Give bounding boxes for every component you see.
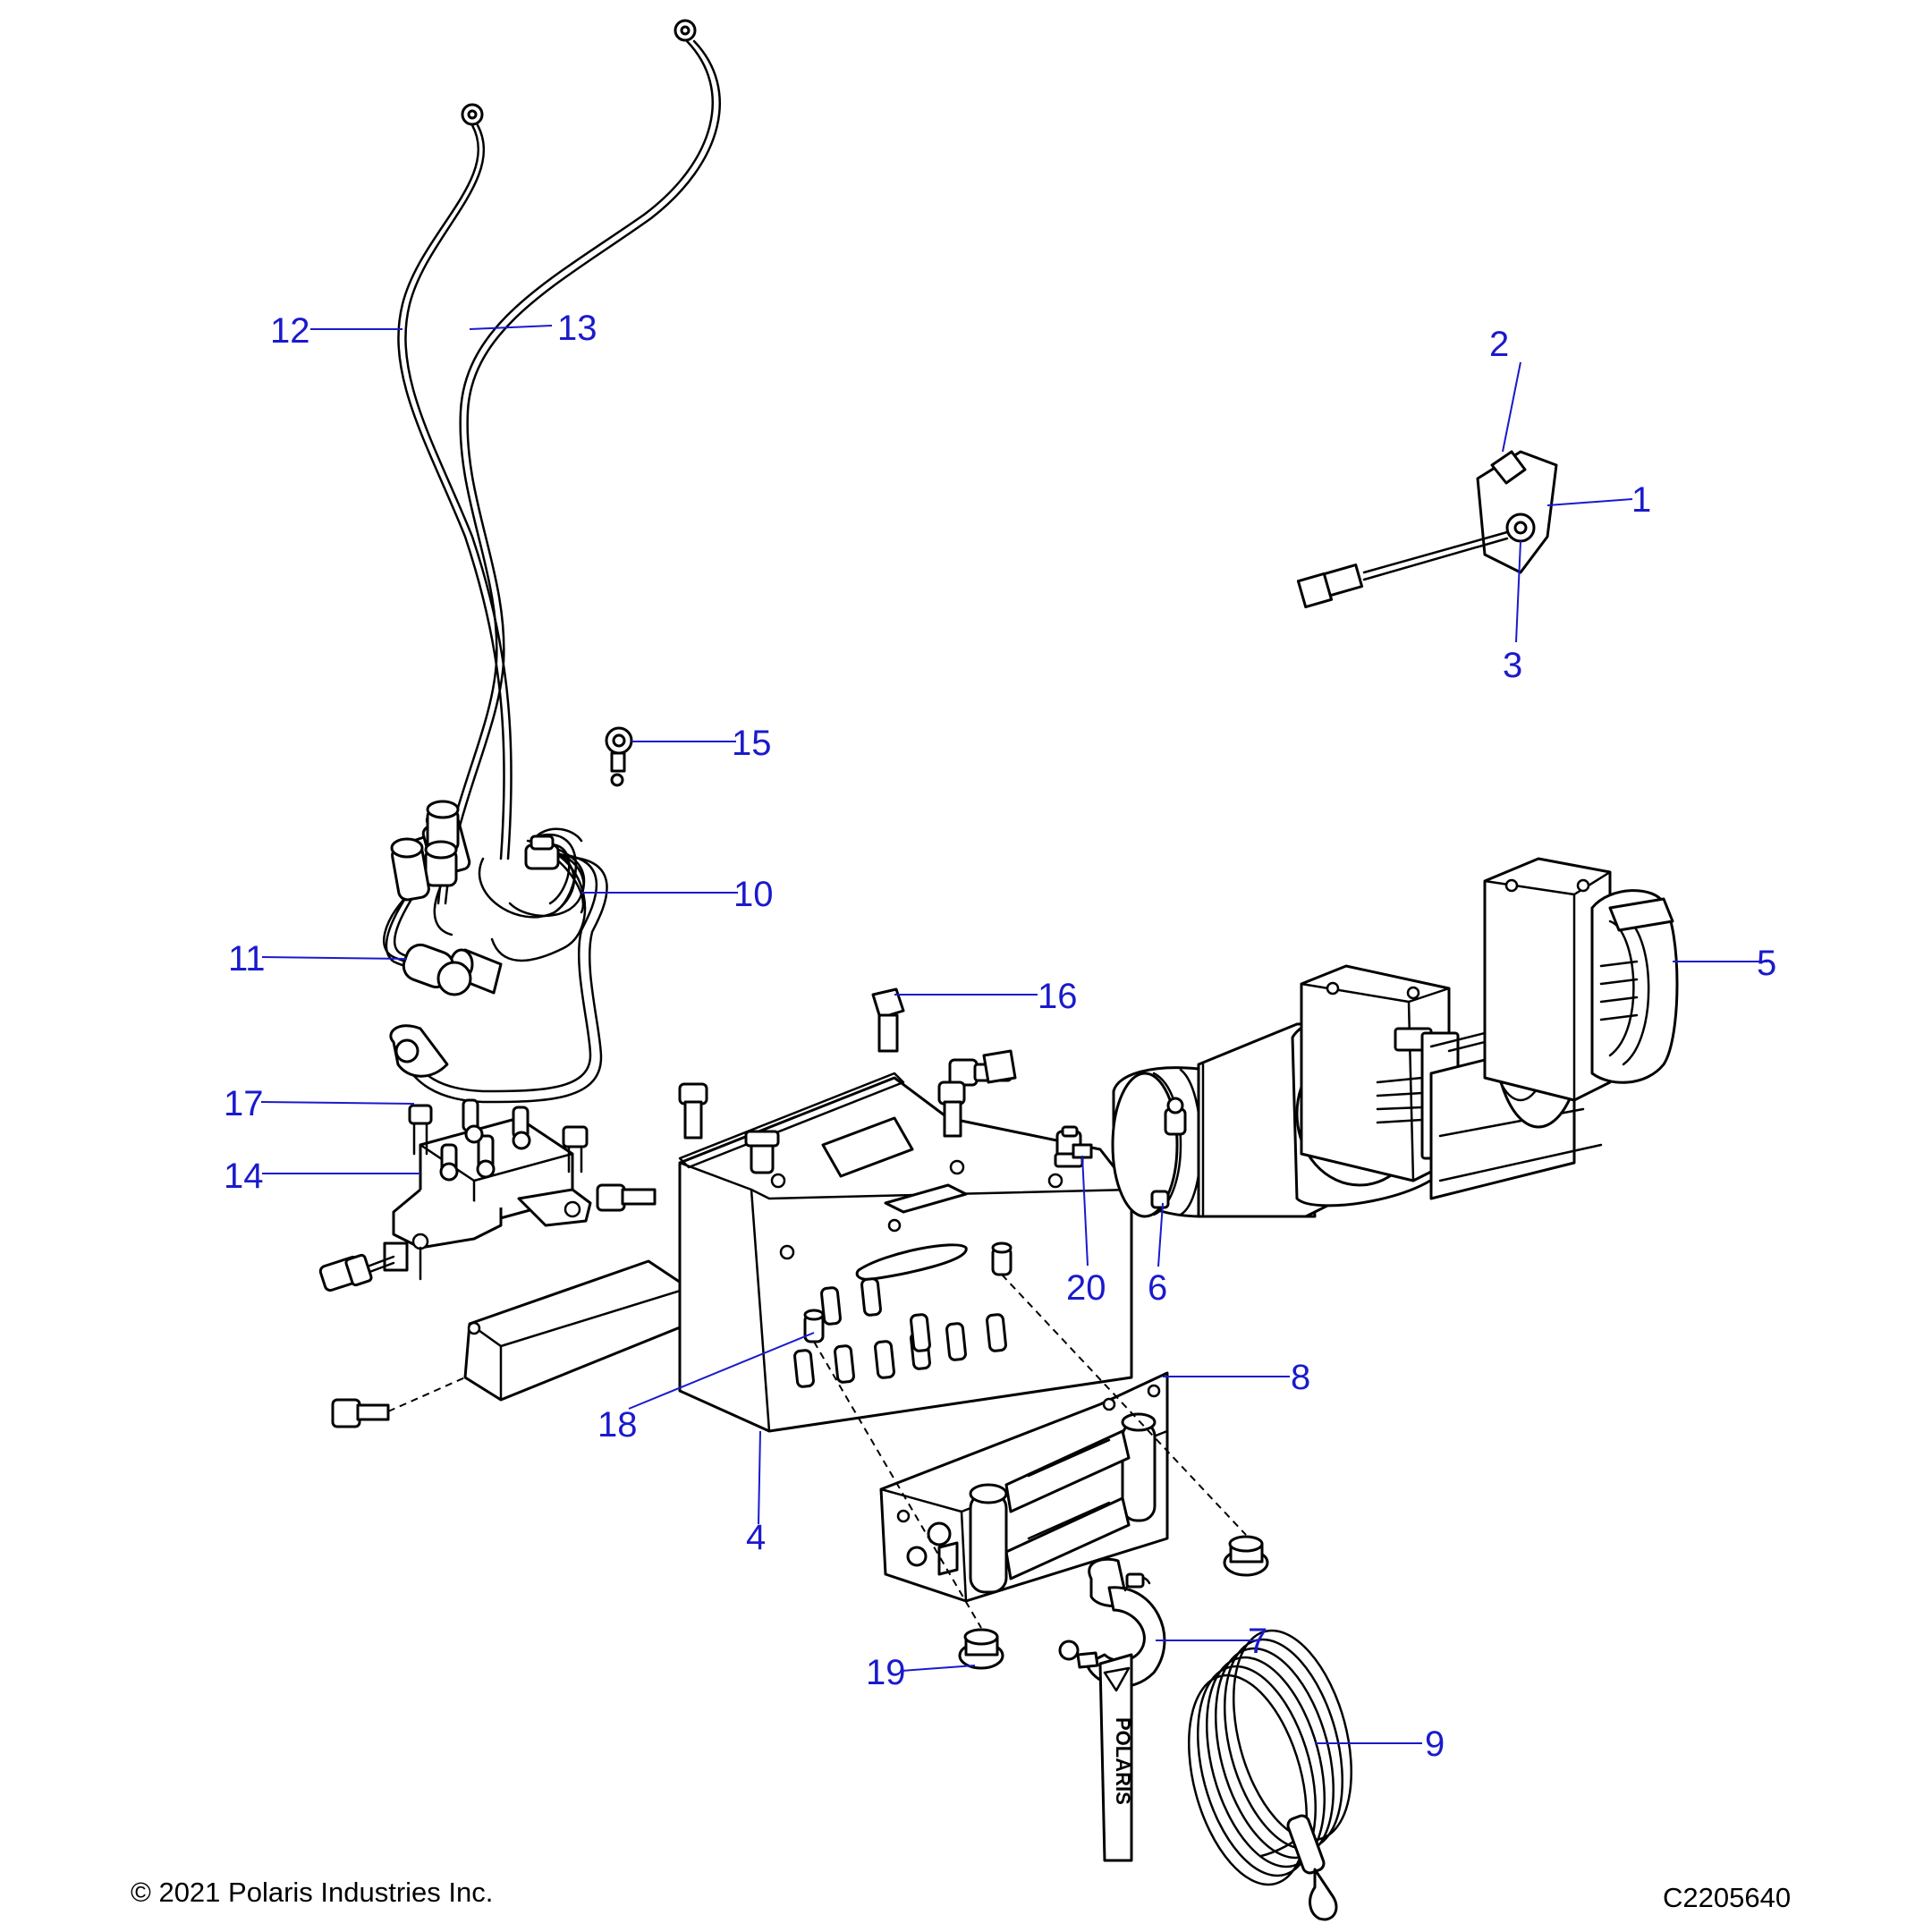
support-bar: [463, 1259, 691, 1402]
callout-7: 7: [1248, 1622, 1267, 1661]
assembly-line-stud-right: [1001, 1274, 1247, 1536]
bolt-16: [871, 987, 905, 1053]
bolt-left: [331, 1377, 466, 1428]
battery-cable-12: [397, 103, 513, 860]
callout-5: 5: [1757, 944, 1776, 983]
winch-rope-9: [1187, 1629, 1353, 1921]
callout-15: 15: [732, 724, 772, 763]
callout-13: 13: [557, 309, 597, 348]
assembly-line-stud-left: [813, 1341, 982, 1629]
flange-nut-19-right: [1223, 1535, 1269, 1577]
solenoid-14: [318, 1098, 592, 1292]
callout-20: 20: [1066, 1268, 1106, 1308]
callout-2: 2: [1489, 325, 1509, 364]
callout-3: 3: [1503, 646, 1522, 685]
callout-11: 11: [228, 939, 266, 979]
callout-12: 12: [270, 311, 310, 351]
flange-nut-19-left: [958, 1628, 1004, 1670]
callout-19: 19: [866, 1653, 906, 1692]
callout-16: 16: [1038, 977, 1078, 1016]
callout-18: 18: [597, 1405, 638, 1445]
bolt-20: [1054, 1125, 1093, 1168]
callout-9: 9: [1425, 1724, 1445, 1764]
copyright-text: © 2021 Polaris Industries Inc.: [131, 1877, 494, 1908]
control-cable-10: [402, 827, 608, 1104]
callout-17: 17: [224, 1084, 264, 1123]
winch-hook-7: POLARIS: [1058, 1557, 1166, 1862]
hook-strap-text: POLARIS: [1112, 1717, 1134, 1805]
callout-1: 1: [1631, 480, 1651, 520]
callout-4: 4: [746, 1518, 766, 1557]
cable-boots: [383, 800, 503, 1078]
bolt-top-right: [948, 1049, 1017, 1087]
callout-6: 6: [1148, 1268, 1167, 1308]
roller-fairlead-8: [879, 1371, 1169, 1603]
cable-clamp-15: [605, 726, 633, 787]
drawing-number: C2205640: [1663, 1882, 1792, 1913]
bolt-above-plate: [678, 1082, 708, 1140]
battery-cable-13: [436, 19, 721, 905]
bolt-on-plate: [937, 1080, 966, 1138]
leader-lines: [260, 325, 1767, 1744]
rocker-switch-assembly: [1296, 450, 1558, 609]
callout-14: 14: [224, 1157, 264, 1196]
callout-10: 10: [733, 875, 774, 914]
callout-8: 8: [1291, 1358, 1310, 1397]
bolt-near-solenoid: [596, 1183, 657, 1212]
callouts: 1 2 3 4 5 6 7 8 9 10 11 12 13 14 15 16 1…: [224, 309, 1776, 1764]
winch-5: [1111, 857, 1679, 1218]
